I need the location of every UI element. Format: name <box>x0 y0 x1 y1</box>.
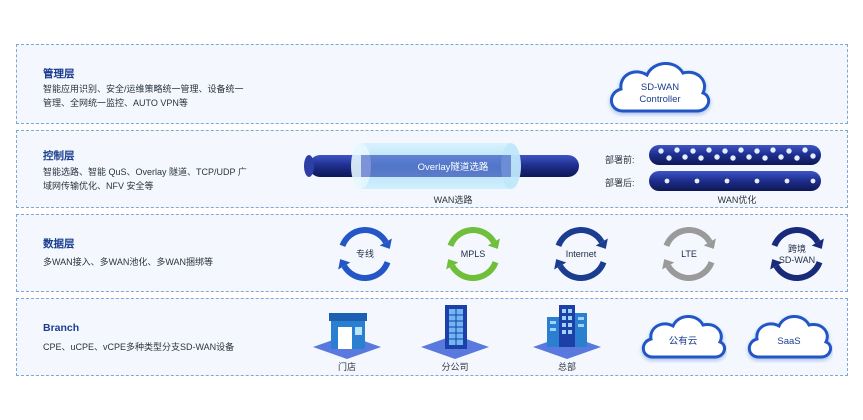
saas-cloud-icon: SaaS <box>747 315 833 359</box>
layer-title: 数据层 <box>43 238 75 250</box>
cycle-label: MPLS <box>461 249 486 259</box>
sd-wan-controller-cloud-icon: SD-WAN Controller <box>610 62 711 113</box>
cycle-arrow-icon <box>446 227 500 281</box>
control-layer: 控制层 智能选路、智能 QuS、Overlay 隧道、TCP/UDP 广 域网传… <box>16 130 848 208</box>
layer-description: 智能选路、智能 QuS、Overlay 隧道、TCP/UDP 广 域网传输优化、… <box>43 165 283 193</box>
cycle-label: 跨境 <box>788 243 806 254</box>
desc-line: 管理、全网统一监控、AUTO VPN等 <box>43 98 188 108</box>
cycle-arrow-icon <box>554 227 608 281</box>
layer-description: 多WAN接入、多WAN池化、多WAN捆绑等 <box>43 257 213 267</box>
cycle-arrow-icon <box>662 227 716 281</box>
layer-description: CPE、uCPE、vCPE多种类型分支SD-WAN设备 <box>43 342 235 352</box>
branch-office-icon <box>421 305 489 359</box>
desc-line: 智能选路、智能 QuS、Overlay 隧道、TCP/UDP 广 <box>43 167 247 177</box>
cloud-label: 公有云 <box>669 335 698 347</box>
headquarters-label: 总部 <box>557 362 576 372</box>
tunnel-label: Overlay隧道选路 <box>418 161 489 173</box>
cloud-label: SD-WAN <box>641 82 679 93</box>
cycle-arrow-icon <box>770 227 824 281</box>
wan-select-label: WAN选路 <box>433 195 473 205</box>
store-icon <box>313 313 381 359</box>
layer-description: 智能应用识别、安全/运维策略统一管理、设备统一 管理、全网统一监控、AUTO V… <box>43 82 283 110</box>
cloud-label: SaaS <box>777 336 800 347</box>
cycle-label: SD-WAN <box>779 255 815 265</box>
layer-title: Branch <box>43 322 80 334</box>
branch-layer: Branch CPE、uCPE、vCPE多种类型分支SD-WAN设备 门店 分公… <box>16 298 848 376</box>
cloud-label: Controller <box>639 94 680 105</box>
branch-office-label: 分公司 <box>441 362 469 372</box>
layer-title: 管理层 <box>43 68 75 80</box>
store-label: 门店 <box>337 362 356 372</box>
cycle-label: 专线 <box>356 248 374 259</box>
management-layer: 管理层 智能应用识别、安全/运维策略统一管理、设备统一 管理、全网统一监控、AU… <box>16 44 848 124</box>
cycle-label: LTE <box>681 249 697 259</box>
desc-line: 域网传输优化、NFV 安全等 <box>43 181 154 191</box>
after-label: 部署后: <box>605 178 635 188</box>
overlay-tunnel-diagram: Overlay隧道选路 <box>304 143 579 189</box>
wan-optimization-pipes <box>649 145 821 191</box>
cycle-label: Internet <box>566 249 597 259</box>
wan-optimization-label: WAN优化 <box>717 195 757 205</box>
public-cloud-icon: 公有云 <box>641 315 727 359</box>
cycle-arrow-icon <box>338 227 392 281</box>
headquarters-icon <box>533 305 601 359</box>
before-label: 部署前: <box>605 155 635 165</box>
desc-line: 智能应用识别、安全/运维策略统一管理、设备统一 <box>43 84 244 94</box>
data-layer: 数据层 多WAN接入、多WAN池化、多WAN捆绑等 专线 MPLS Internet… <box>16 214 848 292</box>
layer-title: 控制层 <box>43 150 75 162</box>
